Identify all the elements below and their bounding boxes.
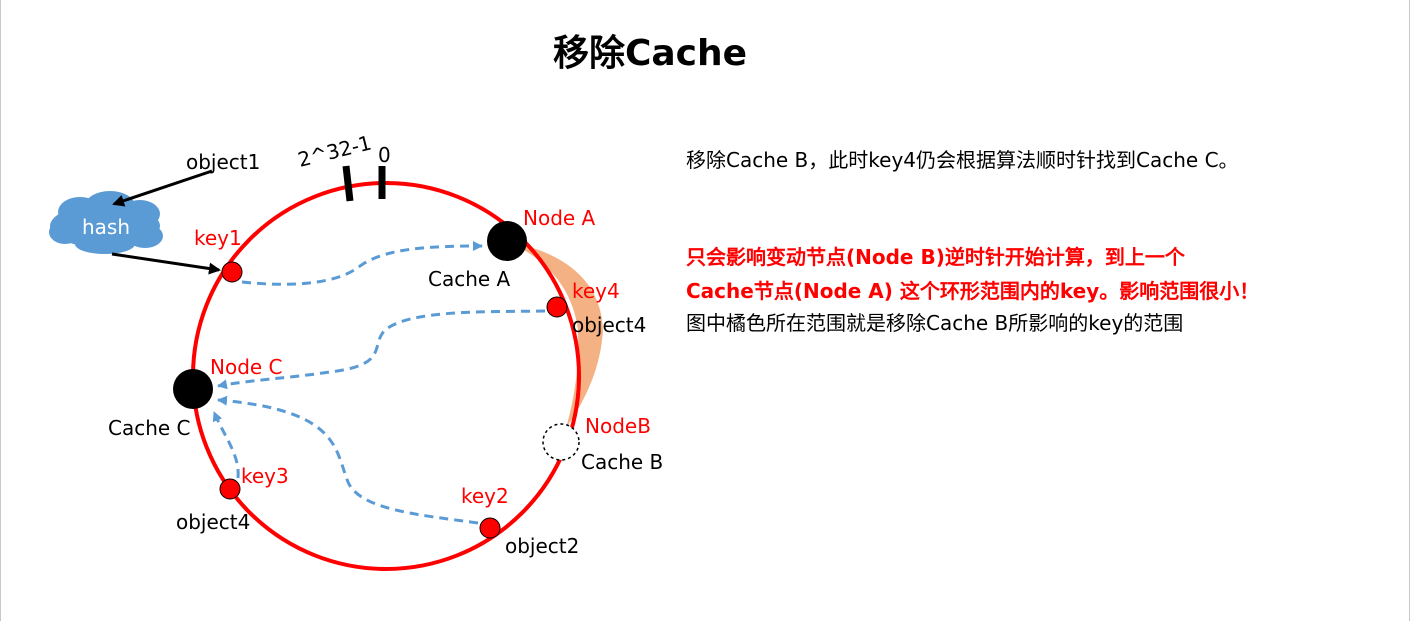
key2-point: [479, 517, 501, 539]
node-a-label: Node A: [523, 206, 596, 230]
key4-point: [546, 296, 568, 318]
node-c-label: Node C: [210, 355, 283, 379]
hash-label: hash: [82, 215, 130, 239]
object4-right-label: object4: [572, 313, 646, 337]
max-label: 2^32-1: [295, 130, 373, 171]
key4-to-cache-c-arrow: [217, 309, 546, 390]
key4-label: key4: [572, 279, 620, 303]
description-impact: 只会影响变动节点(Node B)逆时针开始计算，到上一个 Cache节点(Nod…: [686, 240, 1259, 308]
hash-to-key1-arrow: [111, 252, 221, 275]
description-line-1: 移除Cache B，此时key4仍会根据算法顺时针找到Cache C。: [686, 148, 1239, 172]
cache-a-label: Cache A: [428, 267, 511, 291]
object2-label: object2: [505, 534, 579, 558]
description-line-2: 只会影响变动节点(Node B)逆时针开始计算，到上一个: [686, 245, 1185, 269]
node-b-removed: [542, 423, 580, 461]
key2-label: key2: [461, 484, 509, 508]
key3-label: key3: [241, 464, 289, 488]
node-b-label: NodeB: [585, 414, 651, 438]
key3-point: [219, 478, 241, 500]
slide-title: 移除Cache: [552, 33, 748, 74]
node-c: [173, 369, 213, 409]
max-marker: [342, 165, 354, 202]
object1-to-hash-arrow: [112, 169, 213, 207]
description-range: 图中橘色所在范围就是移除Cache B所影响的key的范围: [686, 306, 1183, 340]
cache-c-label: Cache C: [108, 416, 191, 440]
key2-to-cache-c-arrow: [217, 395, 479, 525]
key1-point: [221, 261, 243, 283]
key1-to-cache-a-arrow: [241, 241, 483, 286]
object4-left-label: object4: [176, 510, 250, 534]
cache-b-label: Cache B: [581, 450, 663, 474]
zero-label: 0: [378, 143, 391, 167]
description-line-4: 图中橘色所在范围就是移除Cache B所影响的key的范围: [686, 311, 1184, 335]
key1-label: key1: [194, 226, 242, 250]
frame-border-right: [1409, 0, 1410, 621]
frame-border-left: [0, 0, 1, 621]
object1-label: object1: [186, 150, 260, 174]
description-removal: 移除Cache B，此时key4仍会根据算法顺时针找到Cache C。: [686, 143, 1239, 177]
key3-to-cache-c-arrow: [212, 411, 240, 479]
description-line-3: Cache节点(Node A) 这个环形范围内的key。影响范围很小！: [686, 279, 1260, 303]
node-a: [487, 221, 527, 261]
